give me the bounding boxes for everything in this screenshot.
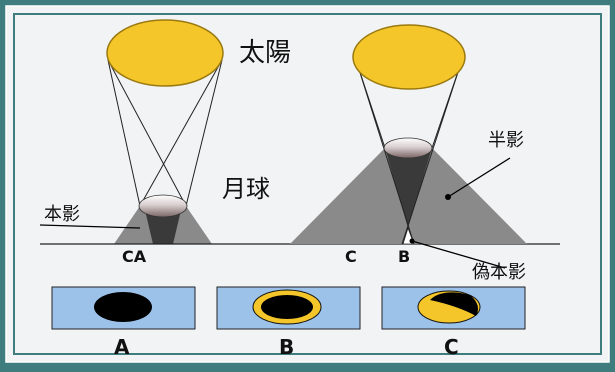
left-ray [139,59,223,207]
right-geometry [290,24,527,245]
antumbra-pointer-dot [409,238,415,244]
left-ray [185,59,223,207]
eclipse-panel-c: C [381,286,526,359]
eclipse-panel-b: B [216,286,361,359]
sun-label: 太陽 [239,38,291,68]
antumbra-label: 偽本影 [472,262,526,283]
right-ray [401,59,463,245]
panel-inner-border [13,13,602,355]
eclipse-type-letter: A [114,335,130,359]
eclipse-type-letter: C [444,335,459,359]
moon-disc-partial [430,292,478,316]
penumbra-pointer [447,157,511,198]
right-umbra-cone [385,148,432,228]
eclipse-panel-a: A [51,286,196,359]
right-moon [383,137,433,159]
left-ray [107,59,141,207]
umbra-pointer [39,224,141,229]
eclipse-type-letter: B [279,335,294,359]
moon-disc [261,295,313,319]
penumbra-label: 半影 [488,130,524,151]
penumbra-pointer-dot [445,194,451,200]
moon-label: 月球 [222,175,270,203]
left-sun [106,19,224,87]
right-point-c-label: C [345,247,357,266]
left-point-labels: CA [122,247,147,266]
left-ray [107,59,187,207]
moon-disc [94,292,152,322]
antumbra-pointer [411,240,506,269]
right-ray [355,59,415,245]
right-point-b-label: B [398,247,410,266]
umbra-label: 本影 [44,204,80,225]
right-sun [352,24,466,90]
left-moon [138,194,188,218]
